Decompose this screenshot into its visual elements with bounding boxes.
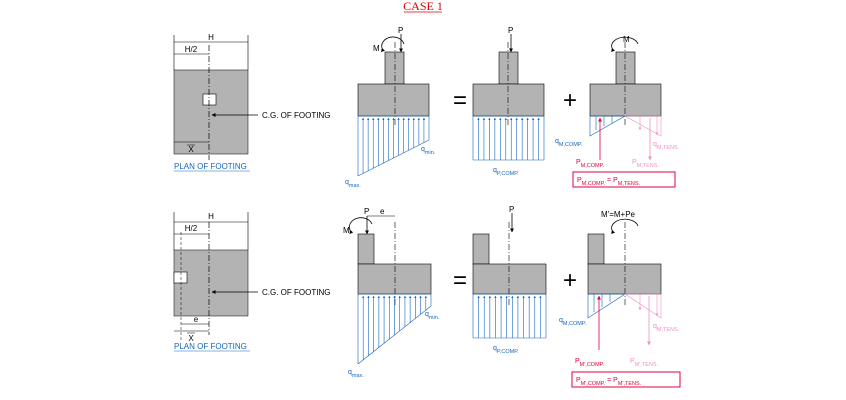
case2: H H/2 e X C.G. OF FOOTING PLAN OF FOOTIN… <box>173 205 681 388</box>
plan-label: PLAN OF FOOTING <box>174 162 247 171</box>
q-m-comp: qM,COMP. <box>555 138 583 148</box>
load-p-axial: P <box>508 26 513 35</box>
equals-sign: = <box>453 267 467 294</box>
dim-e: e <box>194 315 199 324</box>
q-p-comp: qP,COMP. <box>493 345 519 355</box>
uniform-pressure <box>472 115 545 161</box>
dim-h: H <box>208 212 214 221</box>
load-m-moment: M <box>623 35 630 44</box>
load-e: e <box>380 207 385 216</box>
x-bar-label: X <box>188 334 194 343</box>
case2-section-axial: P qP,COMP. <box>472 205 547 355</box>
case2-section-moment: M'=M+Pe qM,COMP. qM,TENS. PM',COMP. PM',… <box>559 210 681 388</box>
load-p: P <box>364 207 369 216</box>
x-bar-label: X <box>188 145 194 154</box>
p-m-tens: PM,TENS. <box>632 159 659 169</box>
load-p: P <box>398 26 403 35</box>
cg-label: C.G. OF FOOTING <box>262 288 330 297</box>
case1-plan: H H/2 X C.G. OF FOOTING PLAN OF FOOTING <box>173 33 330 172</box>
q-min: qmin. <box>425 311 440 321</box>
case1: H H/2 X C.G. OF FOOTING PLAN OF FOOTING … <box>173 26 680 189</box>
case1-section-axial: P qP,COMP. <box>472 26 545 177</box>
uniform-pressure <box>472 293 547 339</box>
q-m-tens: qM,TENS. <box>653 141 680 151</box>
equilibrium-equation: PM',COMP. = PM',TENS. <box>576 377 642 387</box>
case1-section-moment: M qM,COMP. qM,TENS. PM,COMP. PM,TENS. PM… <box>555 35 680 188</box>
plan-label: PLAN OF FOOTING <box>174 342 247 351</box>
q-m-comp: qM,COMP. <box>559 317 587 327</box>
p-m-comp: PM,COMP. <box>576 159 605 169</box>
case-title: CASE 1 <box>403 0 443 13</box>
dim-h-half: H/2 <box>185 224 198 233</box>
plus-sign: + <box>563 87 577 114</box>
load-p-axial: P <box>509 205 514 214</box>
load-m: M <box>373 44 380 53</box>
case2-plan: H H/2 e X C.G. OF FOOTING PLAN OF FOOTIN… <box>173 212 330 352</box>
equilibrium-equation: PM,COMP. = PM,TENS. <box>577 177 641 187</box>
q-max: qmax. <box>348 369 364 379</box>
cg-label: C.G. OF FOOTING <box>262 111 330 120</box>
plus-sign: + <box>563 267 577 294</box>
case1-section-combined: P M qmin. qmax. <box>345 26 436 189</box>
p-m-tens: PM',TENS. <box>630 358 659 368</box>
q-m-tens: qM,TENS. <box>653 323 680 333</box>
q-max: qmax. <box>345 179 361 189</box>
pressure-diagram <box>357 293 432 365</box>
case2-section-combined: P M e qmin. qmax. <box>343 207 440 379</box>
load-m: M <box>343 226 350 235</box>
q-min: qmin. <box>421 146 436 156</box>
equals-sign: = <box>453 87 467 114</box>
dim-h: H <box>208 33 214 42</box>
dim-h-half: H/2 <box>185 45 198 54</box>
m-prime-label: M'=M+Pe <box>601 210 636 219</box>
p-m-comp: PM',COMP. <box>575 358 605 368</box>
pressure-diagram <box>357 115 430 177</box>
q-p-comp: qP,COMP. <box>493 167 519 177</box>
